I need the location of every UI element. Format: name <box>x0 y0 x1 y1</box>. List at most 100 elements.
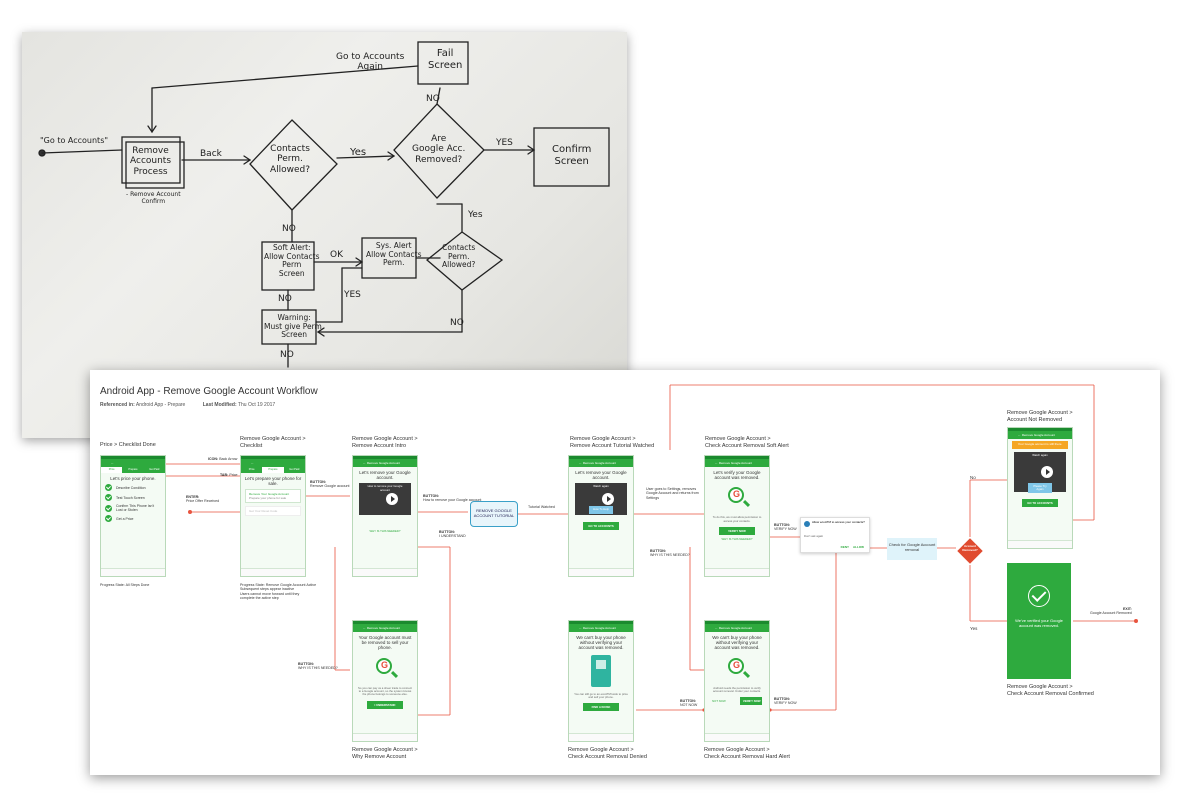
price-item: Get a Price <box>105 515 161 523</box>
watched-heading: Let's remove your Google account. <box>575 470 627 481</box>
tutorial-node: REMOVE GOOGLE ACCOUNT TUTORIAL <box>470 501 518 527</box>
not-removed-video[interactable]: Watch again <box>1014 451 1066 492</box>
system-permission-dialog: Allow ecoATM to access your contacts? Do… <box>800 517 870 553</box>
button-annotation-verify: BUTTON:VERIFY NOW <box>774 523 797 532</box>
back-arrow-icon[interactable]: ← <box>101 459 165 467</box>
hard-body: Android needs the permission to verify a… <box>713 685 761 693</box>
exit-annotation: EXIT:Google Account Removed <box>1090 607 1132 616</box>
magnifier-icon <box>724 655 751 681</box>
wb-back-label: Back <box>200 149 222 159</box>
i-understand-button[interactable]: I UNDERSTAND <box>367 700 403 709</box>
wb-remove-process: Remove Accounts Process <box>130 146 172 177</box>
app-icon <box>804 521 810 527</box>
wb-no-bottom: NO <box>450 318 464 328</box>
ref-label: Referenced in: <box>100 402 135 408</box>
modified-label: Last Modified: <box>202 402 237 408</box>
ref-value: Android App - Prepare <box>135 402 186 408</box>
wb-remove-confirm: - Remove Account Confirm <box>126 191 181 205</box>
play-icon[interactable] <box>1041 465 1053 478</box>
whiteboard-drawing <box>38 41 610 368</box>
button-annotation-notnow: BUTTON:NOT NOW <box>680 699 698 708</box>
play-icon[interactable] <box>602 493 614 506</box>
no-label: No <box>970 475 976 480</box>
kiosk-icon <box>591 654 611 687</box>
soft-alert-phone: ← Remove Google Account Let's verify you… <box>704 455 770 577</box>
check-icon <box>105 504 112 512</box>
price-phone: ← Price Prepare Get Paid Let's price you… <box>100 455 166 577</box>
price-item: Describe Condition <box>105 484 161 492</box>
confirmed-screen-title: Remove Google Account > Check Account Re… <box>1007 684 1094 697</box>
intro-video[interactable]: How to remove your Google account <box>359 483 411 516</box>
hard-screen-title: Remove Google Account > Check Account Re… <box>704 747 790 760</box>
doc-meta: Referenced in: Android App - Prepare Las… <box>100 402 291 408</box>
magnifier-icon <box>724 484 751 510</box>
go-to-accounts-retry-button[interactable]: GO TO ACCOUNTS <box>1022 499 1058 508</box>
play-icon[interactable] <box>386 493 398 506</box>
sys-question: Allow ecoATM to access your contacts? <box>812 520 865 524</box>
wb-soft-alert: Soft Alert: Allow Contacts Perm Screen <box>264 243 320 278</box>
wb-removed-q: Are Google Acc. Removed? <box>412 134 466 165</box>
wb-no-soft: NO <box>278 294 292 304</box>
magnifier-icon <box>372 655 399 681</box>
checklist-note: Progress State: Remove Google Account Ac… <box>240 583 317 601</box>
checklist-heading: Let's prepare your phone for sale. <box>244 476 302 487</box>
button-annotation-verify2: BUTTON:VERIFY NOW <box>774 697 797 706</box>
tab-get-paid[interactable]: Get Paid <box>149 468 160 471</box>
intro-phone: ← Remove Google Account Let's remove you… <box>352 455 418 577</box>
button-annotation-how: BUTTON:How to remove your Google account <box>423 494 482 503</box>
hard-alert-phone: ← Remove Google Account We can't buy you… <box>704 620 770 742</box>
not-removed-phone: ← Remove Google Account Your Google acco… <box>1007 427 1073 549</box>
why-heading: Your Google account must be removed to s… <box>358 635 412 651</box>
denied-body: You can still go to an ecoATM kiosk to p… <box>574 691 628 699</box>
settings-note: User goes to Settings, removes Google Ac… <box>646 487 699 500</box>
workflow-document: Android App - Remove Google Account Work… <box>90 370 1160 775</box>
watched-badge: How To Help <box>589 506 613 514</box>
dont-ask-checkbox[interactable]: Don't ask again <box>804 534 824 538</box>
tab-prepare[interactable]: Prepare <box>128 468 138 471</box>
tab-annotation: TAB: Price <box>220 473 238 477</box>
deny-button[interactable]: DENY <box>840 545 849 549</box>
intro-why-link[interactable]: WHY IS THIS NEEDED? <box>369 529 401 534</box>
button-annotation-why2: BUTTON:WHY IS THIS NEEDED? <box>650 549 690 558</box>
price-heading: Let's price your phone. <box>110 476 156 481</box>
soft-body: To do this, we must allow permission to … <box>712 515 762 523</box>
why-screen-title: Remove Google Account > Why Remove Accou… <box>352 747 418 760</box>
soft-heading: Let's verify your Google account was rem… <box>713 470 761 481</box>
wb-warning: Warning: Must give Perm. Screen <box>264 313 325 340</box>
not-now-button[interactable]: NOT NOW <box>712 699 726 704</box>
yes-label: Yes <box>970 626 978 631</box>
confirmed-screen: We've verified your Google account was r… <box>1007 563 1071 679</box>
wb-start-label: "Go to Accounts" <box>40 136 109 145</box>
soft-why-link[interactable]: WHY IS THIS NEEDED? <box>721 537 753 542</box>
wb-sys-alert: Sys. Alert Allow Contacts Perm. <box>366 241 422 268</box>
check-circle-icon <box>1028 585 1050 607</box>
checklist-step-reset: Get Your Reset Code <box>245 506 301 517</box>
price-note: Progress State: All Steps Done <box>100 583 150 587</box>
tab-price[interactable]: Price <box>101 467 123 473</box>
verify-now-button[interactable]: VERIFY NOW <box>719 527 755 536</box>
icon-annotation: ICON: Back Arrow <box>208 457 238 461</box>
price-tabs: Price Prepare Get Paid <box>101 467 165 473</box>
decision-node: Account Removed? <box>956 537 984 565</box>
wb-no-top: NO <box>426 94 440 104</box>
check-icon <box>105 494 112 502</box>
watched-phone: ← Remove Google Account Let's remove you… <box>568 455 634 577</box>
wb-contacts-q2: Contacts Perm. Allowed? <box>442 243 476 270</box>
notremoved-badge: Please Try Again <box>1028 482 1052 494</box>
wb-no-end: NO <box>280 350 294 360</box>
verify-now-hard-button[interactable]: VERIFY NOW <box>739 697 762 706</box>
allow-button[interactable]: ALLOW <box>853 545 864 549</box>
denied-screen-title: Remove Google Account > Check Account Re… <box>568 747 647 760</box>
price-screen-title: Price > Checklist Done <box>100 442 156 448</box>
intro-screen-title: Remove Google Account > Remove Account I… <box>352 436 418 449</box>
wb-no-mid: NO <box>282 224 296 234</box>
hard-heading: We can't buy your phone without verifyin… <box>712 635 762 651</box>
button-annotation-why: BUTTON:WHY IS THIS NEEDED? <box>298 662 338 671</box>
confirmed-text: We've verified your Google account was r… <box>1015 618 1063 628</box>
wb-yes1: Yes <box>350 147 367 158</box>
find-kiosk-button[interactable]: FIND A KIOSK <box>583 703 619 712</box>
doc-title: Android App - Remove Google Account Work… <box>100 386 318 397</box>
go-to-accounts-button[interactable]: GO TO ACCOUNTS <box>583 521 619 530</box>
